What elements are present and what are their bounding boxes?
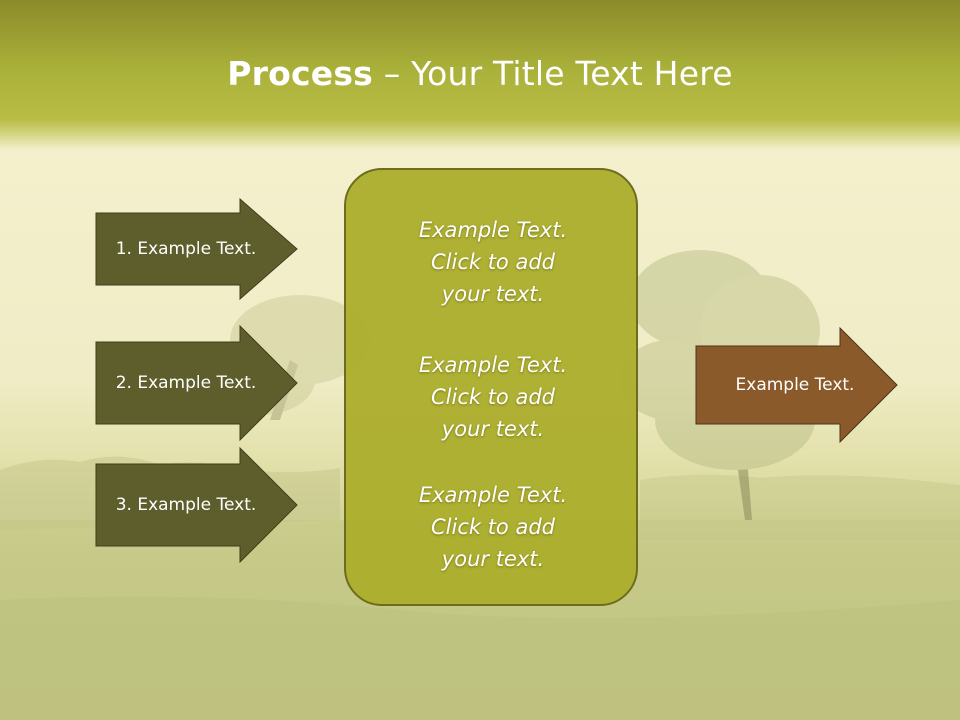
result-label: Example Text. — [735, 375, 855, 395]
paragraph-line: Click to add — [430, 250, 555, 274]
step-arrow-3[interactable]: 3. Example Text. — [95, 447, 299, 563]
arrow-shape — [95, 198, 298, 300]
paragraph-line: your text. — [441, 282, 545, 306]
arrow-shape — [695, 327, 898, 443]
step-label-1: 1. Example Text. — [115, 239, 257, 259]
paragraph-line: Example Text. — [418, 218, 568, 242]
paragraph-line: Example Text. — [418, 483, 568, 507]
step-label-3: 3. Example Text. — [115, 495, 257, 515]
title-bar — [0, 0, 960, 150]
step-label-2: 2. Example Text. — [115, 373, 257, 393]
paragraph-line: Click to add — [430, 385, 555, 409]
arrow-shape — [95, 325, 298, 441]
center-content-box[interactable]: Example Text. Click to add your text. Ex… — [344, 168, 638, 606]
title-bold: Process — [227, 54, 374, 93]
paragraph-line: your text. — [441, 417, 545, 441]
paragraph-line: Click to add — [430, 515, 555, 539]
center-paragraph-2: Example Text. Click to add your text. — [346, 349, 640, 445]
step-arrow-2[interactable]: 2. Example Text. — [95, 325, 299, 441]
paragraph-line: Example Text. — [418, 353, 568, 377]
center-paragraph-3: Example Text. Click to add your text. — [346, 479, 640, 575]
result-arrow[interactable]: Example Text. — [695, 327, 899, 443]
slide-title[interactable]: Process – Your Title Text Here — [0, 52, 960, 96]
arrow-shape — [95, 447, 298, 563]
title-rest: – Your Title Text Here — [373, 54, 733, 93]
center-paragraph-1: Example Text. Click to add your text. — [346, 214, 640, 310]
step-arrow-1[interactable]: 1. Example Text. — [95, 198, 299, 300]
paragraph-line: your text. — [441, 547, 545, 571]
